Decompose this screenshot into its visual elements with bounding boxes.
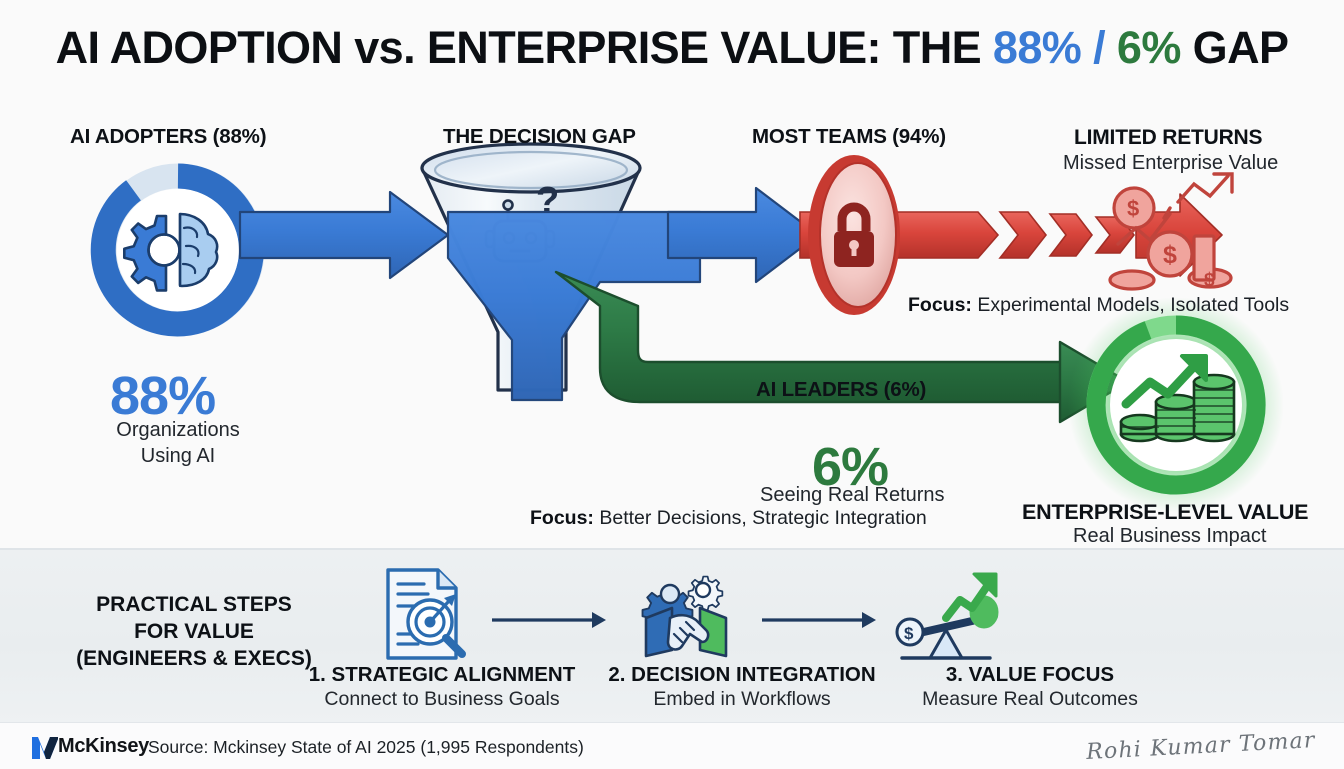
title-separator: / bbox=[1081, 22, 1117, 73]
ai-leaders-big-number: 6% bbox=[812, 437, 889, 497]
step-2-subtitle: Embed in Workflows bbox=[653, 688, 831, 710]
step-connector-arrow-2 bbox=[762, 612, 876, 628]
ai-adopters-caption-line2: Using AI bbox=[140, 445, 216, 468]
document-target-magnifier-icon bbox=[386, 568, 466, 660]
title-part1: AI ADOPTION vs. ENTERPRISE VALUE: THE bbox=[55, 22, 993, 73]
ai-adopters-caption: Organizations Using AI bbox=[28, 417, 328, 470]
arrow-adopters-to-funnel bbox=[238, 190, 450, 280]
step-3-subtitle: Measure Real Outcomes bbox=[922, 688, 1138, 710]
practical-steps-icons: $ bbox=[386, 568, 999, 660]
flow-diagram: ? bbox=[90, 142, 1284, 513]
ai-leaders-focus: Focus: Better Decisions, Strategic Integ… bbox=[530, 507, 927, 530]
arrow-funnel-to-lock bbox=[666, 186, 820, 284]
practical-steps-title: PRACTICAL STEPS FOR VALUE (ENGINEERS & E… bbox=[44, 592, 344, 673]
page-title: AI ADOPTION vs. ENTERPRISE VALUE: THE 88… bbox=[0, 22, 1344, 74]
practical-steps-title-line3: (ENGINEERS & EXECS) bbox=[76, 646, 312, 670]
enterprise-value-subheading: Real Business Impact bbox=[1073, 525, 1267, 547]
footer-bar bbox=[0, 722, 1344, 769]
step-3-title: 3. VALUE FOCUS bbox=[945, 663, 1115, 686]
enterprise-value-heading: ENTERPRISE-LEVEL VALUE bbox=[1022, 500, 1309, 524]
ai-leaders-heading: AI LEADERS (6%) bbox=[756, 378, 927, 401]
gears-handshake-icon bbox=[641, 575, 728, 658]
title-green-pct: 6% bbox=[1116, 22, 1181, 73]
limited-returns-subheading: Missed Enterprise Value bbox=[1063, 152, 1279, 174]
step-1-title: 1. STRATEGIC ALIGNMENT bbox=[308, 663, 576, 686]
most-teams-focus-text: Experimental Models, Isolated Tools bbox=[971, 294, 1290, 316]
declining-money-chart-icon: $ $ $ bbox=[1108, 172, 1234, 291]
lock-shield-icon bbox=[808, 155, 900, 315]
step-connector-arrow-1 bbox=[492, 612, 606, 628]
svg-text:$: $ bbox=[1163, 241, 1177, 269]
mckinsey-logo-icon bbox=[32, 737, 58, 759]
most-teams-focus-label: Focus: bbox=[908, 294, 972, 316]
growth-coins-icon bbox=[1119, 354, 1236, 443]
svg-text:$: $ bbox=[1204, 270, 1215, 291]
most-teams-focus: Focus: Experimental Models, Isolated Too… bbox=[908, 294, 1289, 317]
balance-scale-growth-icon: $ bbox=[895, 572, 999, 660]
ai-adopters-caption-line1: Organizations bbox=[116, 419, 240, 441]
svg-text:$: $ bbox=[1127, 196, 1139, 221]
title-blue-pct: 88% bbox=[992, 22, 1082, 73]
practical-steps-title-line1: PRACTICAL STEPS bbox=[96, 593, 292, 616]
practical-steps-title-line2: FOR VALUE bbox=[134, 619, 254, 643]
step-1-subtitle: Connect to Business Goals bbox=[324, 688, 560, 710]
ai-leaders-focus-text: Better Decisions, Strategic Integration bbox=[593, 507, 927, 529]
most-teams-heading: MOST TEAMS (94%) bbox=[752, 125, 946, 148]
step-2-title: 2. DECISION INTEGRATION bbox=[608, 663, 876, 686]
gear-brain-icon bbox=[123, 212, 219, 292]
ai-adopters-big-number: 88% bbox=[110, 366, 216, 426]
decision-gap-heading: THE DECISION GAP bbox=[443, 125, 636, 148]
title-part2: GAP bbox=[1180, 22, 1289, 73]
ai-adopters-heading: AI ADOPTERS (88%) bbox=[70, 125, 267, 148]
svg-text:$: $ bbox=[904, 624, 914, 643]
mckinsey-logo-text: McKinsey bbox=[58, 735, 149, 757]
ai-leaders-caption: Seeing Real Returns bbox=[760, 484, 945, 506]
limited-returns-heading: LIMITED RETURNS bbox=[1074, 126, 1263, 149]
ai-leaders-focus-label: Focus: bbox=[530, 507, 594, 529]
footer-source-text: Source: Mckinsey State of AI 2025 (1,995… bbox=[148, 737, 584, 757]
